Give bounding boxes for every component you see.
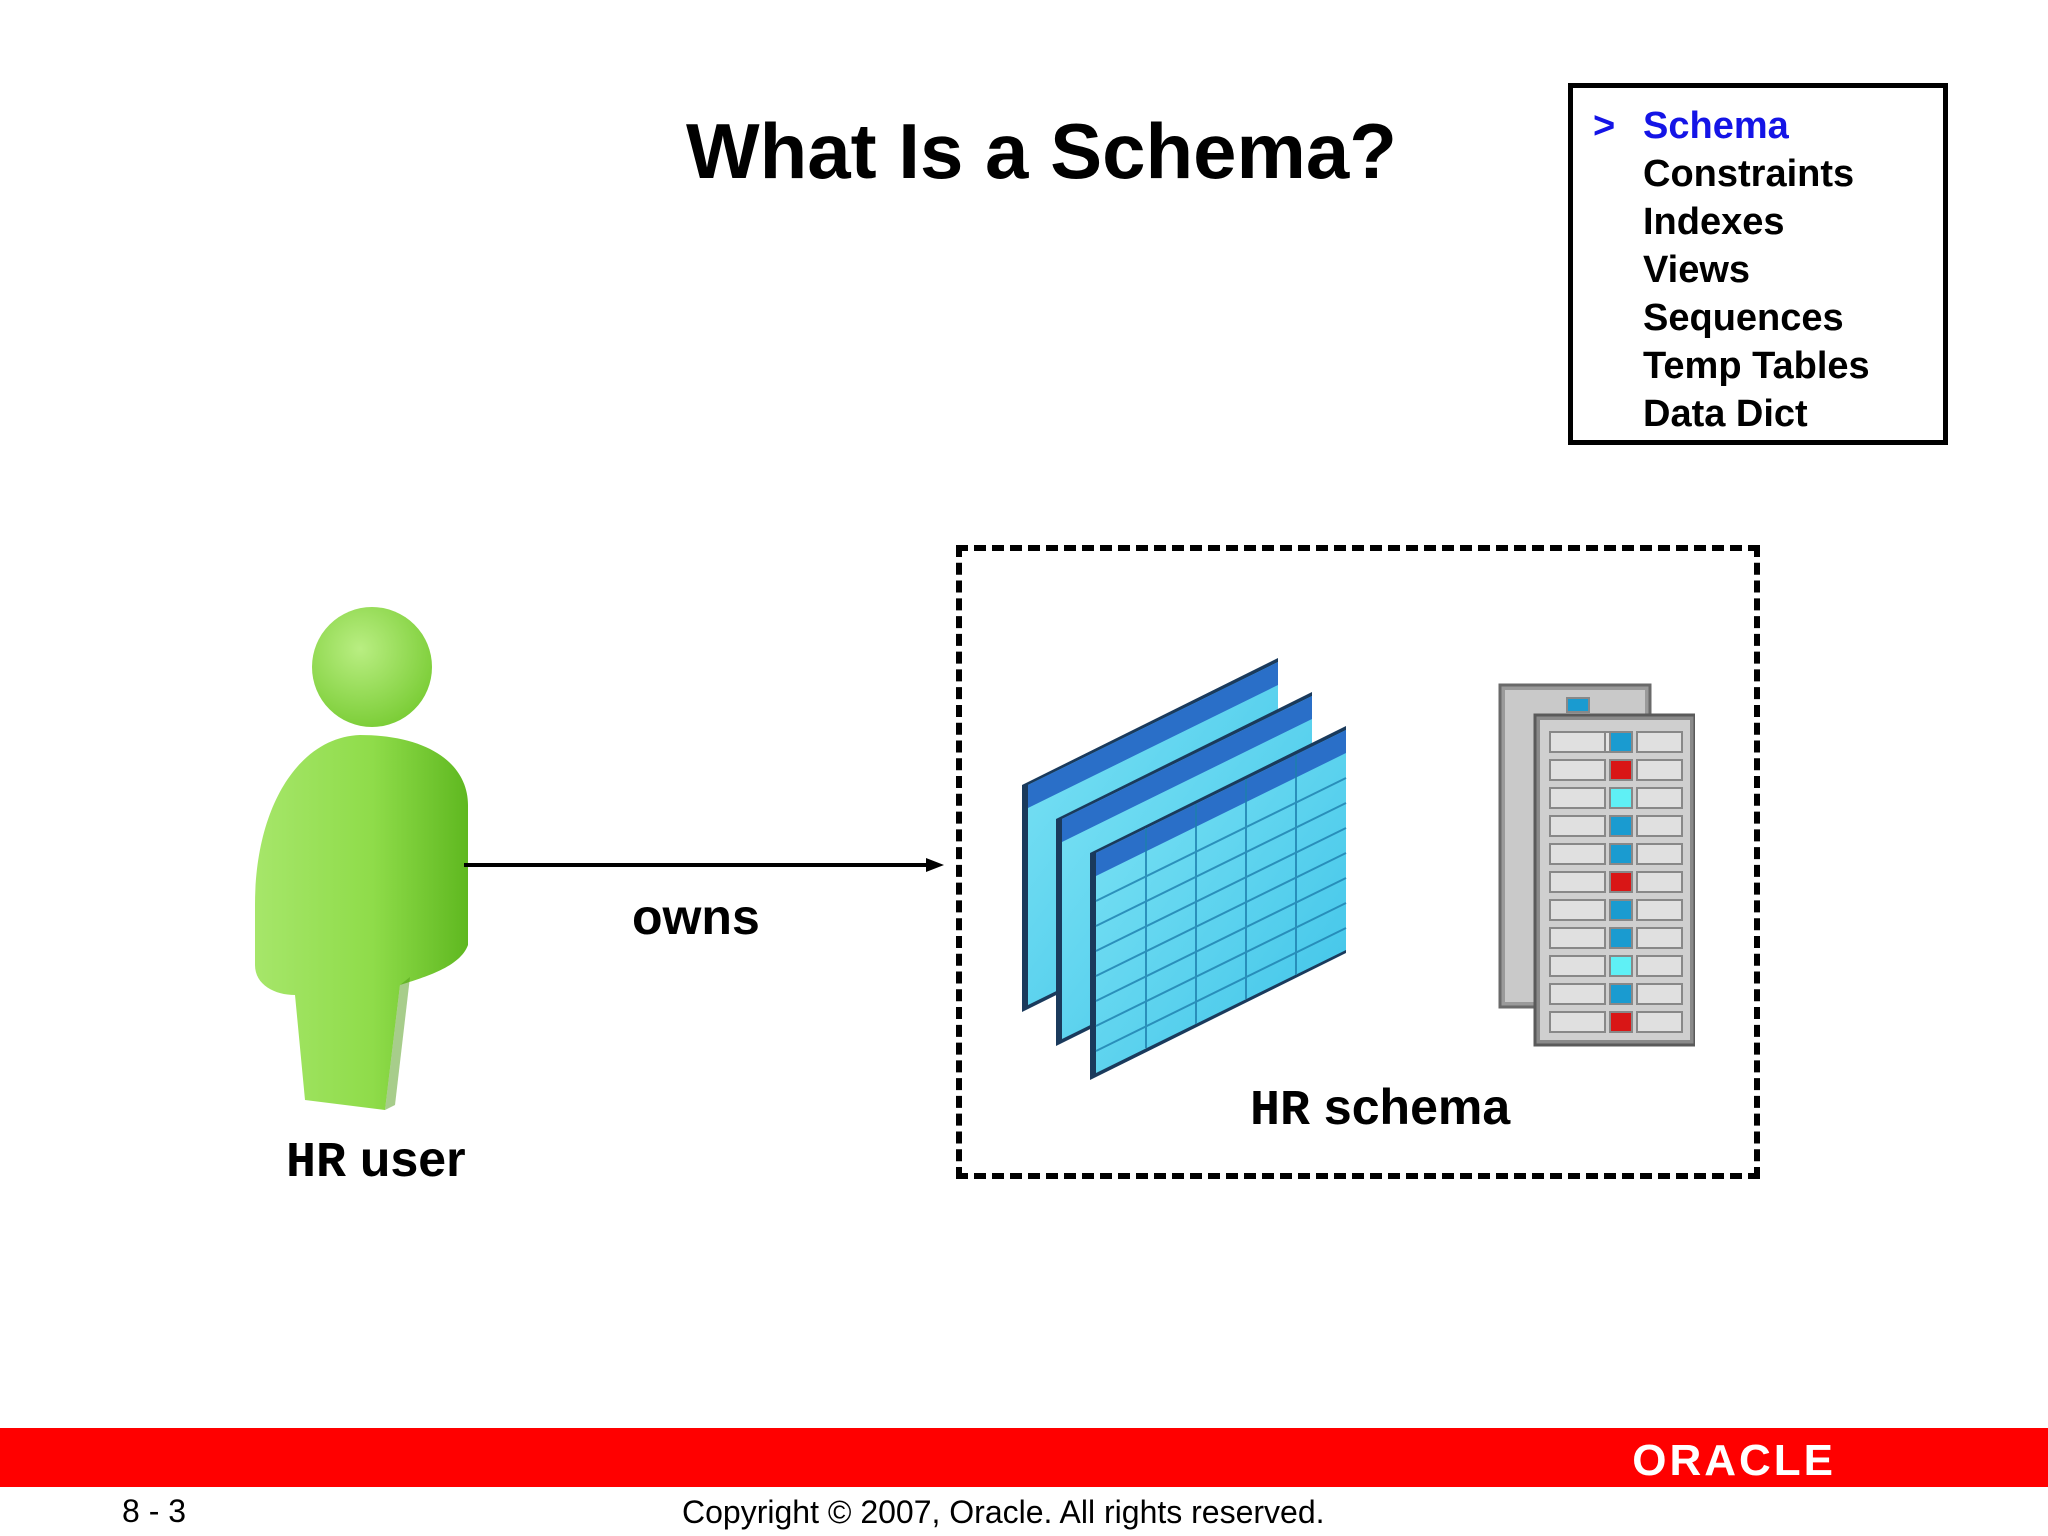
- topic-item-views: Views: [1643, 249, 1751, 291]
- hr-schema-box: [956, 545, 1760, 1179]
- oracle-logo: ORACLE: [1632, 1436, 1836, 1485]
- hr-user-label: HR user: [286, 1130, 466, 1192]
- copyright-text: Copyright © 2007, Oracle. All rights res…: [682, 1494, 1325, 1530]
- schema-label-text: schema: [1310, 1079, 1511, 1135]
- topic-item-temp-tables: Temp Tables: [1643, 345, 1870, 387]
- user-label-text: user: [346, 1131, 466, 1187]
- current-topic-marker: >: [1593, 105, 1616, 147]
- topic-item-constraints: Constraints: [1643, 153, 1855, 195]
- index-icon: [1498, 683, 1695, 1047]
- slide-title: What Is a Schema?: [686, 107, 1397, 195]
- topic-list-box: > Schema Constraints Indexes Views Seque…: [1568, 83, 1948, 445]
- topic-item-data-dict: Data Dict: [1643, 393, 1808, 435]
- footer-bar: ORACLE: [0, 1428, 2048, 1487]
- topic-item-schema: Schema: [1643, 105, 1789, 147]
- owns-arrow: [464, 858, 944, 872]
- topic-item-indexes: Indexes: [1643, 201, 1785, 243]
- topic-item-sequences: Sequences: [1643, 297, 1844, 339]
- person-icon: [255, 607, 468, 1110]
- page-number: 8 - 3: [122, 1493, 187, 1529]
- owns-label: owns: [632, 889, 760, 945]
- hr-schema-label: HR schema: [1250, 1078, 1510, 1140]
- tables-icon: [1022, 658, 1347, 1080]
- user-label-code: HR: [286, 1135, 347, 1192]
- schema-label-code: HR: [1250, 1083, 1311, 1140]
